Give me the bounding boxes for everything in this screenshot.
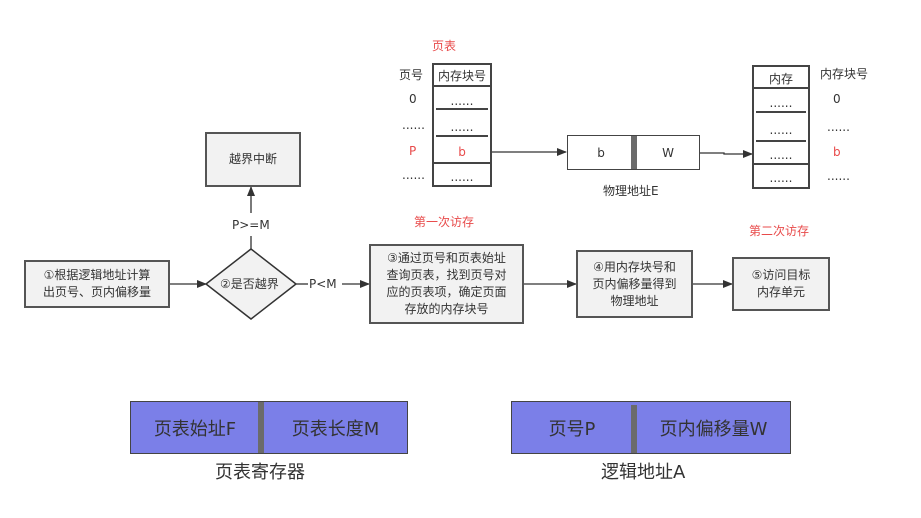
condition-lt-label: P<M [309, 277, 337, 291]
page-table-register: 页表始址F 页表长度M [130, 401, 408, 454]
divider [754, 87, 808, 89]
memory-block-label-highlight: b [833, 145, 841, 159]
page-no-label: ...... [402, 168, 425, 182]
page-table-title: 页表 [432, 39, 457, 53]
page-table: 内存块号 ...... ...... b ...... [432, 63, 492, 187]
step4-line: 页内偏移量得到 [592, 276, 677, 291]
logical-offset: 页内偏移量W [659, 418, 768, 440]
divider [754, 163, 808, 165]
register-start-address: 页表始址F [153, 418, 237, 440]
physical-address-box: b W [567, 135, 700, 170]
step1-line: ①根据逻辑地址计算 [43, 268, 151, 282]
divider [756, 111, 806, 113]
step2-label: ②是否越界 [220, 277, 279, 291]
interrupt-label: 越界中断 [228, 152, 277, 166]
memory-block-label: ...... [827, 169, 850, 183]
physical-address-offset: W [662, 146, 674, 160]
divider [436, 108, 488, 110]
step3-line: 查询页表，找到页号对 [386, 268, 507, 282]
first-access-label: 第一次访存 [414, 215, 475, 229]
page-no-label: 0 [409, 92, 417, 106]
decision-diamond [204, 248, 298, 320]
step1-box: ①根据逻辑地址计算 出页号、页内偏移量 [24, 260, 170, 308]
logical-page-no: 页号P [548, 418, 596, 440]
separator [258, 402, 264, 453]
memory-cell: ...... [769, 171, 793, 185]
step3-box: ③通过页号和页表始址 查询页表，找到页号对 应的页表项，确定页面 存放的内存块号 [369, 244, 524, 324]
memory-cell-target: ...... [769, 148, 793, 162]
divider [434, 85, 490, 87]
memory-block-label: ...... [827, 120, 850, 134]
memory-cell: ...... [769, 123, 793, 137]
interrupt-box: 越界中断 [205, 132, 301, 187]
step4-box: ④用内存块号和 页内偏移量得到 物理地址 [576, 250, 693, 318]
divider [434, 162, 490, 164]
arrow-physical-to-memory [699, 150, 753, 158]
page-table-cell: ...... [450, 94, 474, 108]
page-table-cell: ...... [450, 170, 474, 184]
memory-cell: ...... [769, 96, 793, 110]
logical-address-caption: 逻辑地址A [601, 462, 686, 483]
second-access-label: 第二次访存 [749, 224, 810, 238]
step4-line: 物理地址 [610, 293, 659, 308]
separator [631, 405, 637, 453]
memory-table: 内存 ...... ...... ...... ...... [752, 65, 810, 189]
physical-address-block: b [597, 146, 605, 160]
register-length: 页表长度M [291, 418, 380, 440]
step3-line: 应的页表项，确定页面 [386, 285, 507, 299]
step3-line: 存放的内存块号 [404, 302, 489, 316]
memory-col-block-no: 内存块号 [820, 67, 869, 81]
separator [631, 136, 637, 169]
memory-header: 内存 [768, 72, 793, 86]
physical-address-caption: 物理地址E [603, 184, 659, 198]
page-no-label: ...... [402, 118, 425, 132]
page-table-cell-highlight: b [458, 145, 466, 159]
step5-box: ⑤访问目标 内存单元 [732, 257, 830, 311]
divider [436, 135, 488, 137]
step5-line: ⑤访问目标 [751, 268, 811, 282]
step3-line: ③通过页号和页表始址 [387, 251, 506, 265]
logical-address: 页号P 页内偏移量W [511, 401, 791, 454]
memory-block-label: 0 [833, 92, 841, 106]
divider [756, 140, 806, 142]
page-table-col-page-no: 页号 [399, 68, 424, 82]
page-no-label-highlight: P [409, 144, 417, 158]
page-table-register-caption: 页表寄存器 [215, 462, 305, 483]
page-table-col-block-no: 内存块号 [437, 69, 486, 83]
page-table-cell: ...... [450, 120, 474, 134]
step1-line: 出页号、页内偏移量 [42, 285, 151, 299]
step4-line: ④用内存块号和 [593, 259, 676, 274]
step5-line: 内存单元 [756, 285, 805, 299]
condition-ge-label: P>=M [232, 218, 270, 232]
